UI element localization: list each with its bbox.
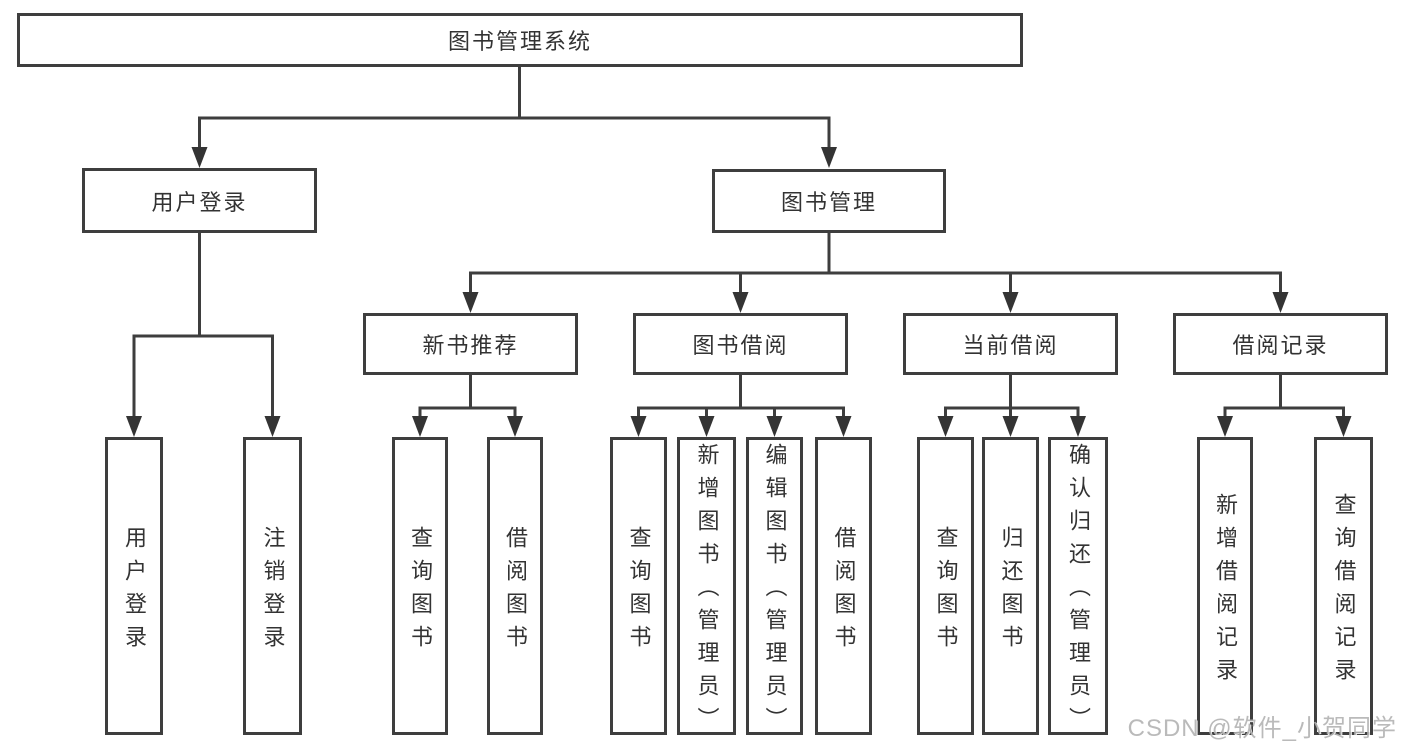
leaf-confirm-return-admin: 确认归还（管理员）: [1048, 437, 1108, 740]
leaf-user-login: 用户登录: [105, 437, 163, 735]
node-book-management-label: 图书管理: [780, 190, 877, 215]
leaf-confirm-return-admin-label: 确认归还（管理员）: [1066, 443, 1091, 740]
leaf-add-book-admin-label: 新增图书（管理员）: [694, 443, 720, 740]
leaf-edit-book-admin: 编辑图书（管理员）: [746, 437, 803, 740]
leaf-query-book-2-label: 查询图书: [626, 525, 652, 658]
leaf-borrow-book-2: 借阅图书: [815, 437, 872, 735]
leaf-query-book-2: 查询图书: [610, 437, 667, 735]
node-new-book-recommend-label: 新书推荐: [422, 333, 519, 358]
leaf-add-book-admin: 新增图书（管理员）: [677, 437, 736, 740]
leaf-logout-label: 注销登录: [260, 525, 286, 658]
node-borrow-records: 借阅记录: [1173, 313, 1388, 375]
leaf-add-borrow-record-label: 新增借阅记录: [1213, 492, 1238, 691]
leaf-return-book-label: 归还图书: [998, 525, 1024, 658]
node-root-label: 图书管理系统: [447, 29, 592, 54]
connector-book-management: [462, 231, 1289, 313]
leaf-borrow-book-1: 借阅图书: [487, 437, 543, 735]
connector-borrow-records: [1217, 373, 1352, 437]
node-book-management: 图书管理: [712, 169, 946, 233]
connector-user-login: [126, 231, 281, 437]
node-book-borrow: 图书借阅: [633, 313, 848, 375]
node-user-login: 用户登录: [82, 168, 317, 233]
connector-new-book-recommend: [412, 373, 523, 437]
leaf-add-borrow-record: 新增借阅记录: [1197, 437, 1253, 735]
leaf-query-book-1-label: 查询图书: [408, 525, 433, 658]
connector-current-borrow: [937, 373, 1086, 437]
leaf-query-book-3-label: 查询图书: [933, 525, 959, 658]
leaf-borrow-book-1-label: 借阅图书: [503, 525, 528, 658]
leaf-user-login-label: 用户登录: [122, 525, 147, 658]
node-borrow-records-label: 借阅记录: [1232, 333, 1329, 358]
node-current-borrow-label: 当前借阅: [962, 333, 1059, 358]
leaf-query-borrow-record: 查询借阅记录: [1314, 437, 1373, 735]
leaf-query-book-1: 查询图书: [392, 437, 448, 735]
leaf-borrow-book-2-label: 借阅图书: [831, 525, 857, 658]
leaf-logout: 注销登录: [243, 437, 302, 735]
leaf-edit-book-admin-label: 编辑图书（管理员）: [762, 443, 788, 740]
leaf-return-book: 归还图书: [982, 437, 1039, 735]
node-book-borrow-label: 图书借阅: [692, 333, 789, 358]
watermark: CSDN @软件_小贺同学: [1127, 715, 1397, 742]
connector-book-borrow: [630, 373, 852, 437]
connector-root: [191, 65, 837, 168]
leaf-query-borrow-record-label: 查询借阅记录: [1331, 492, 1357, 691]
leaf-query-book-3: 查询图书: [917, 437, 974, 735]
node-root: 图书管理系统: [17, 13, 1023, 67]
node-user-login-label: 用户登录: [151, 189, 248, 215]
node-new-book-recommend: 新书推荐: [363, 313, 578, 375]
node-current-borrow: 当前借阅: [903, 313, 1118, 375]
